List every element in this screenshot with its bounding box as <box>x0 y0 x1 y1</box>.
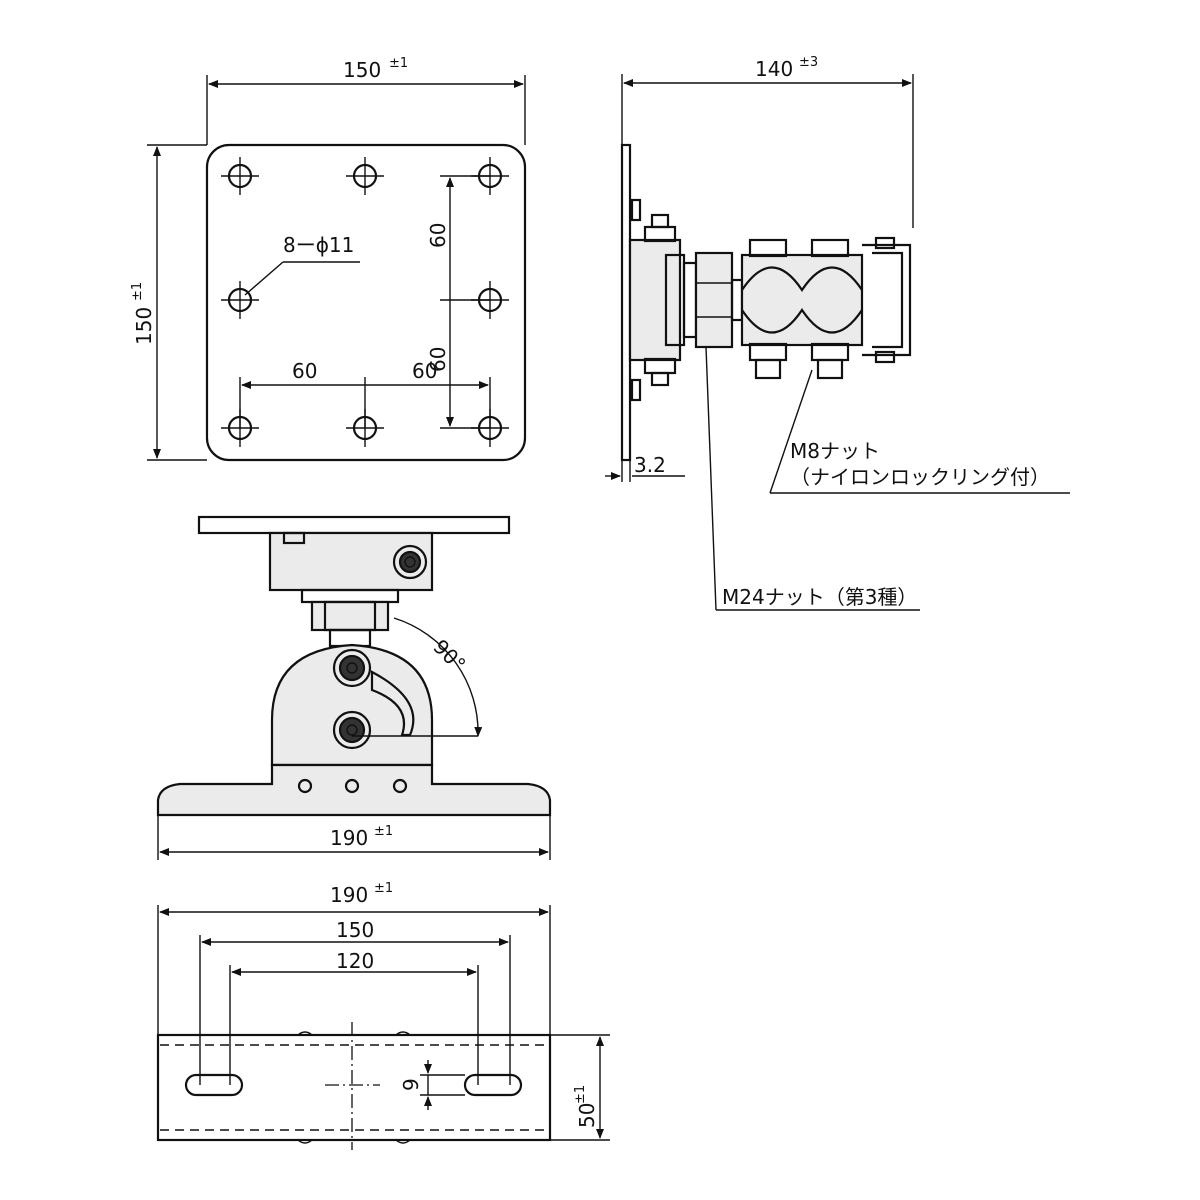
front-top-plate <box>197 515 511 535</box>
side-view: 140 ±3 <box>605 55 1070 611</box>
horizontal-pitch-1: 60 <box>292 359 317 383</box>
vertical-pitch-1: 60 <box>426 223 450 248</box>
bottom-width-tolerance: ±1 <box>374 881 393 896</box>
bottom-view: 190 ±1 150 120 50 ±1 9 <box>156 881 610 1150</box>
m8-label-line2: （ナイロンロックリング付） <box>790 465 1050 489</box>
outer-pitch: 150 <box>336 918 374 942</box>
front-view: 90° 190 ±1 <box>156 515 552 860</box>
hole-callout: 8ーϕ11 <box>283 233 354 257</box>
m24-nut <box>694 251 734 349</box>
base-outline <box>156 1033 552 1142</box>
width-tolerance: ±1 <box>389 56 408 71</box>
vertical-pitch-2: 60 <box>426 347 450 372</box>
inner-pitch: 120 <box>336 949 374 973</box>
side-plate <box>620 143 632 462</box>
front-width-dimension: 190 <box>330 826 368 850</box>
m24-label: M24ナット（第3種） <box>722 585 917 609</box>
front-base <box>156 763 552 817</box>
bottom-width-dimension: 190 <box>330 883 368 907</box>
m8-label-line1: M8ナット <box>790 439 880 463</box>
horizontal-pitch-2: 60 <box>412 359 437 383</box>
base-depth-tolerance: ±1 <box>573 1085 588 1104</box>
top-view: 150 ±1 150 ±1 60 60 60 60 8ーϕ11 <box>130 56 527 462</box>
height-tolerance: ±1 <box>130 282 145 301</box>
front-width-tolerance: ±1 <box>374 824 393 839</box>
height-dimension: 150 <box>132 307 156 345</box>
slot-width: 9 <box>399 1078 423 1091</box>
mounting-plate-outline <box>205 143 527 462</box>
depth-dimension: 140 <box>755 57 793 81</box>
depth-tolerance: ±3 <box>799 55 818 70</box>
m8-nut <box>754 358 782 380</box>
width-dimension: 150 <box>343 58 381 82</box>
mounting-slot-right <box>463 1073 523 1097</box>
base-depth-dimension: 50 <box>575 1103 599 1128</box>
rotation-arc <box>393 617 483 737</box>
mounting-slot-left <box>184 1073 244 1097</box>
plate-thickness: 3.2 <box>634 453 666 477</box>
